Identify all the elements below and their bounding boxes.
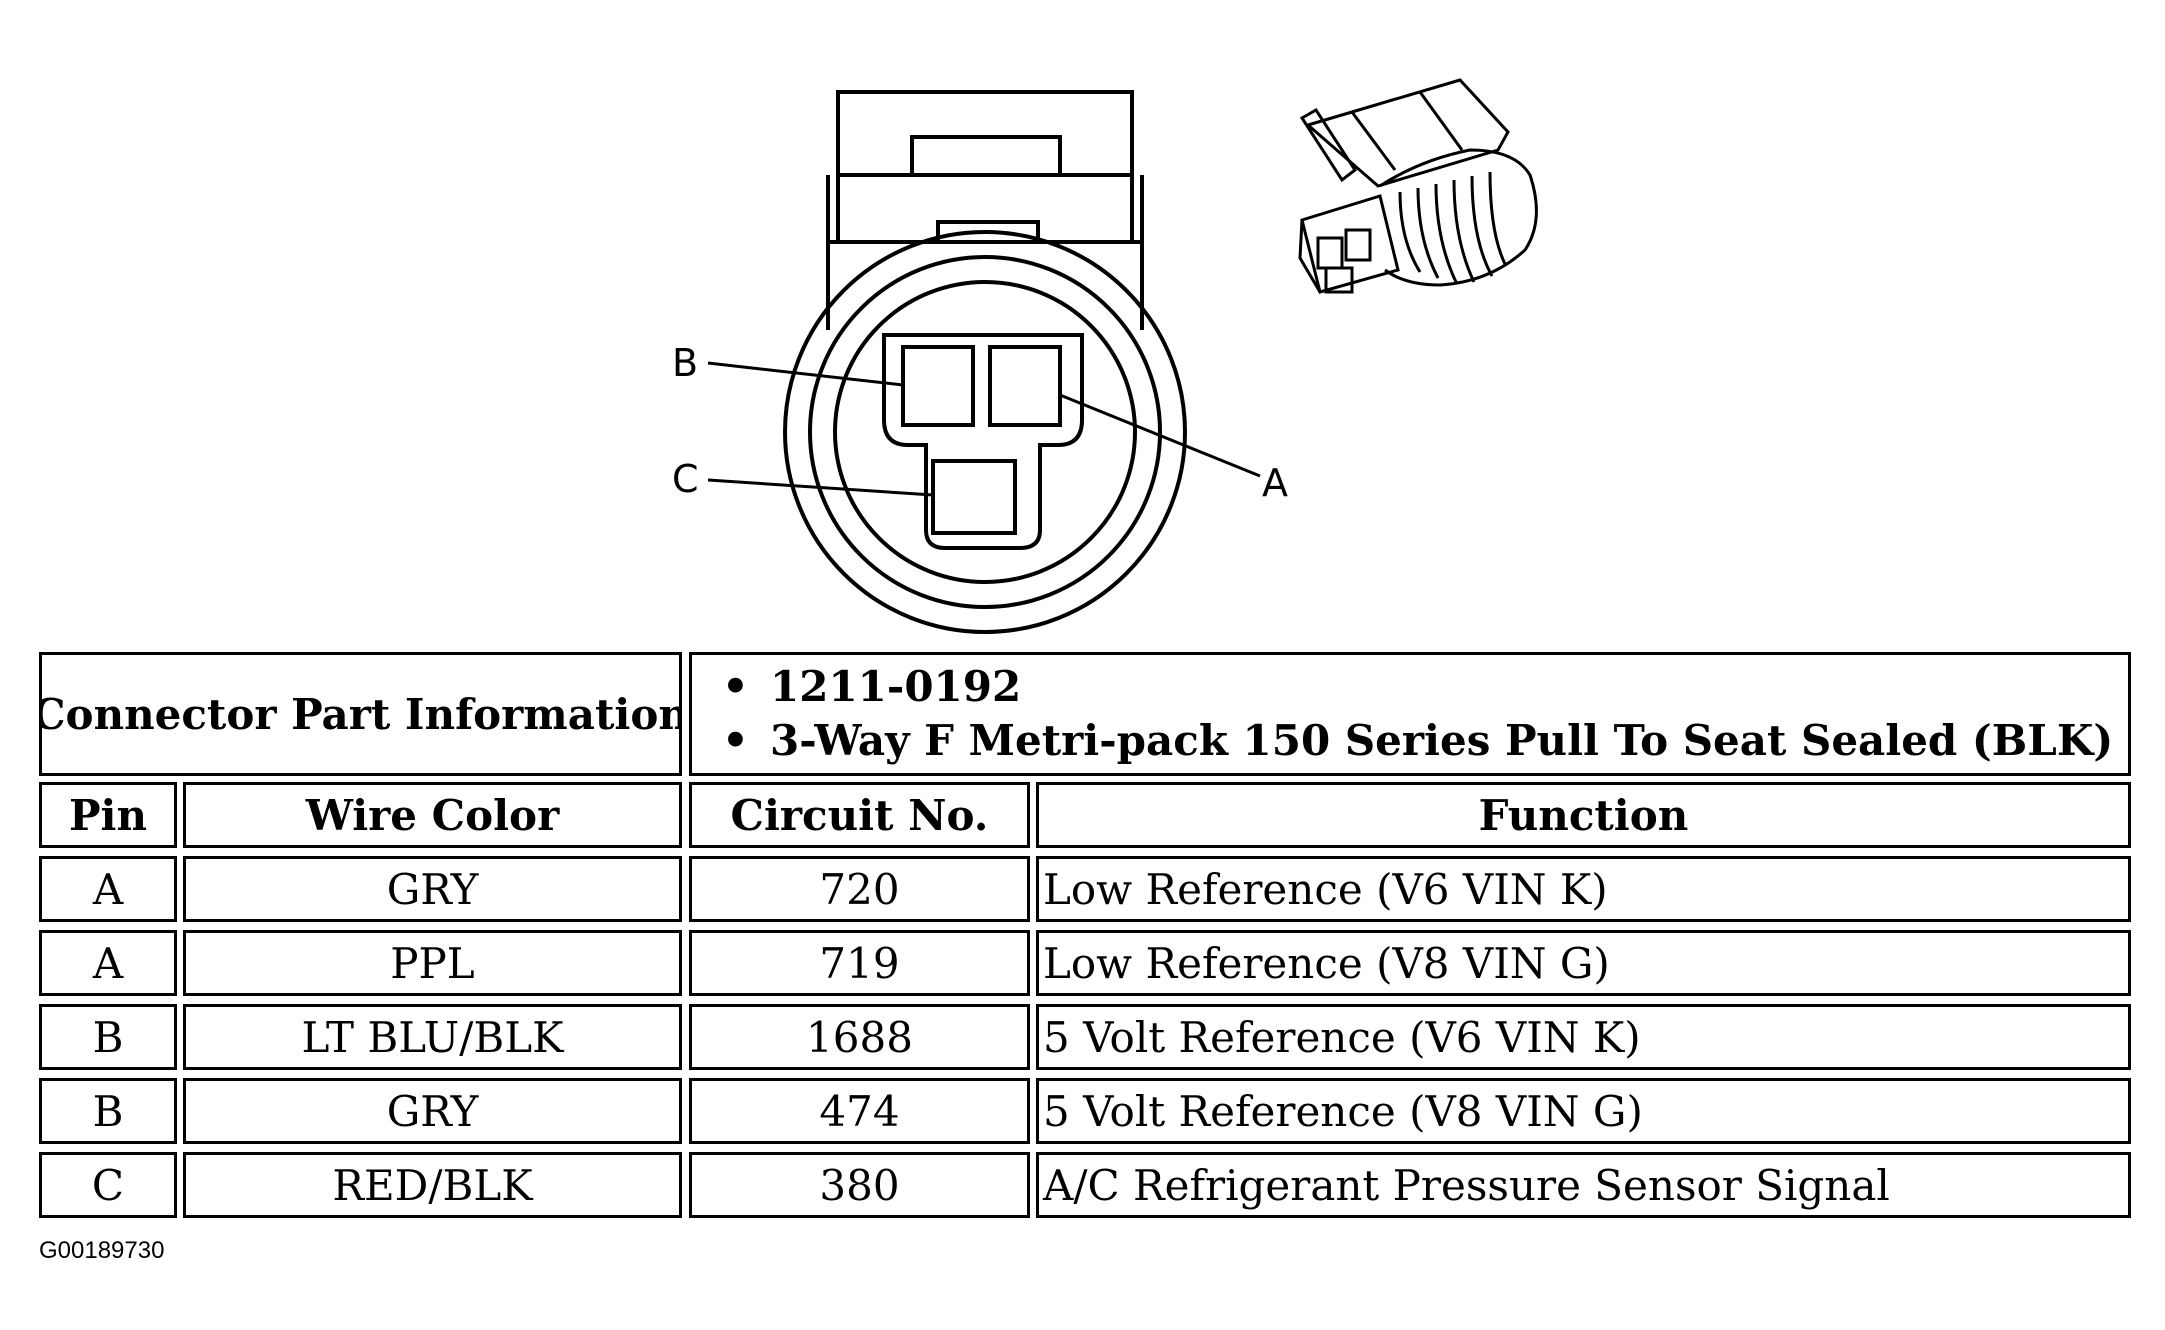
table-cell-wire-color: GRY <box>183 1078 682 1144</box>
table-cell-circuit: 380 <box>689 1152 1030 1218</box>
header-function: Function <box>1036 782 2131 848</box>
connector-mid-ring <box>808 255 1162 609</box>
pin-label-b: B <box>672 341 698 385</box>
header-circuit-no: Circuit No. <box>689 782 1030 848</box>
table-cell-circuit: 474 <box>689 1078 1030 1144</box>
table-cell-function: A/C Refrigerant Pressure Sensor Signal <box>1036 1152 2131 1218</box>
leader-line-b <box>707 361 904 387</box>
table-cell-pin: A <box>39 930 177 996</box>
table-cell-function: 5 Volt Reference (V6 VIN K) <box>1036 1004 2131 1070</box>
connector-isometric-view <box>1298 78 1538 294</box>
table-cell-pin: B <box>39 1078 177 1144</box>
table-cell-circuit: 1688 <box>689 1004 1030 1070</box>
header-pin: Pin <box>39 782 177 848</box>
table-cell-circuit: 720 <box>689 856 1030 922</box>
header-wire-color: Wire Color <box>183 782 682 848</box>
figure-id: G00189730 <box>39 1237 165 1264</box>
terminal-a <box>988 345 1062 427</box>
table-cell-wire-color: LT BLU/BLK <box>183 1004 682 1070</box>
table-cell-function: Low Reference (V8 VIN G) <box>1036 930 2131 996</box>
part-info-label: Connector Part Information <box>39 652 682 776</box>
table-cell-pin: B <box>39 1004 177 1070</box>
part-info-list: 1211-0192 3-Way F Metri-pack 150 Series … <box>689 652 2131 776</box>
leader-line-c <box>707 478 934 497</box>
connector-outer-ring <box>783 230 1187 634</box>
connector-inner-ring <box>833 280 1137 584</box>
table-cell-circuit: 719 <box>689 930 1030 996</box>
table-cell-function: Low Reference (V6 VIN K) <box>1036 856 2131 922</box>
terminal-b <box>901 345 975 427</box>
table-cell-wire-color: GRY <box>183 856 682 922</box>
part-info-item: 3-Way F Metri-pack 150 Series Pull To Se… <box>722 714 2113 768</box>
connector-face-view <box>707 90 1261 634</box>
table-cell-function: 5 Volt Reference (V8 VIN G) <box>1036 1078 2131 1144</box>
terminal-cavity <box>882 333 1084 550</box>
terminal-c <box>931 459 1017 535</box>
part-info-item: 1211-0192 <box>722 660 1021 714</box>
pin-label-a: A <box>1262 461 1288 505</box>
leader-line-a <box>1059 393 1261 478</box>
table-cell-pin: C <box>39 1152 177 1218</box>
pin-label-c: C <box>672 457 699 501</box>
table-cell-wire-color: PPL <box>183 930 682 996</box>
table-cell-pin: A <box>39 856 177 922</box>
connector-diagram: A B C <box>672 78 1538 634</box>
table-cell-wire-color: RED/BLK <box>183 1152 682 1218</box>
